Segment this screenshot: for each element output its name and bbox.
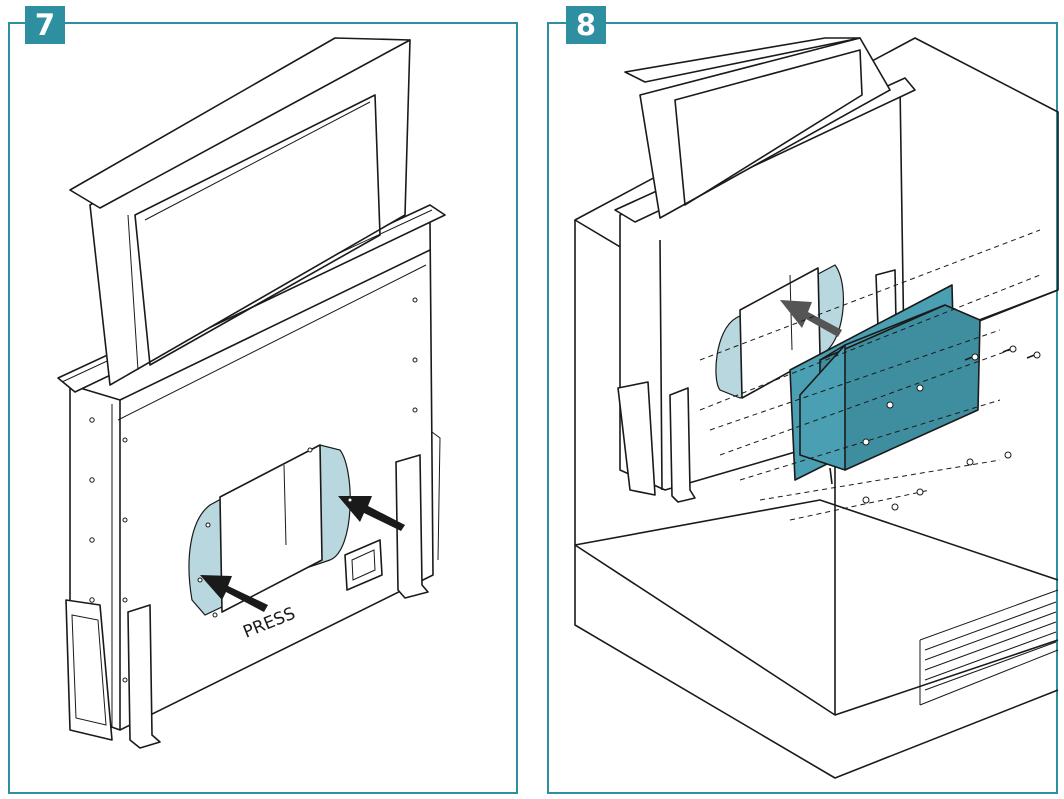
right-bracket [395, 454, 429, 599]
step-8-badge: 8 [566, 6, 606, 44]
push-arrow [780, 300, 842, 337]
hood-panel-2 [639, 37, 891, 219]
step-8-panel [547, 22, 1058, 794]
cover-plate [219, 444, 323, 613]
left-foot [65, 599, 113, 741]
hood-top [69, 37, 411, 209]
center-bracket [127, 604, 161, 749]
step-7-illustration: PRESS [57, 37, 446, 749]
step-8-illustration [574, 37, 1059, 779]
left-foot-2 [617, 381, 656, 496]
press-arrow-left [200, 575, 268, 612]
press-arrow-right [338, 496, 405, 531]
step-7-badge: 7 [25, 6, 65, 44]
vent-grille [919, 589, 1059, 706]
step-7-panel [8, 22, 518, 794]
